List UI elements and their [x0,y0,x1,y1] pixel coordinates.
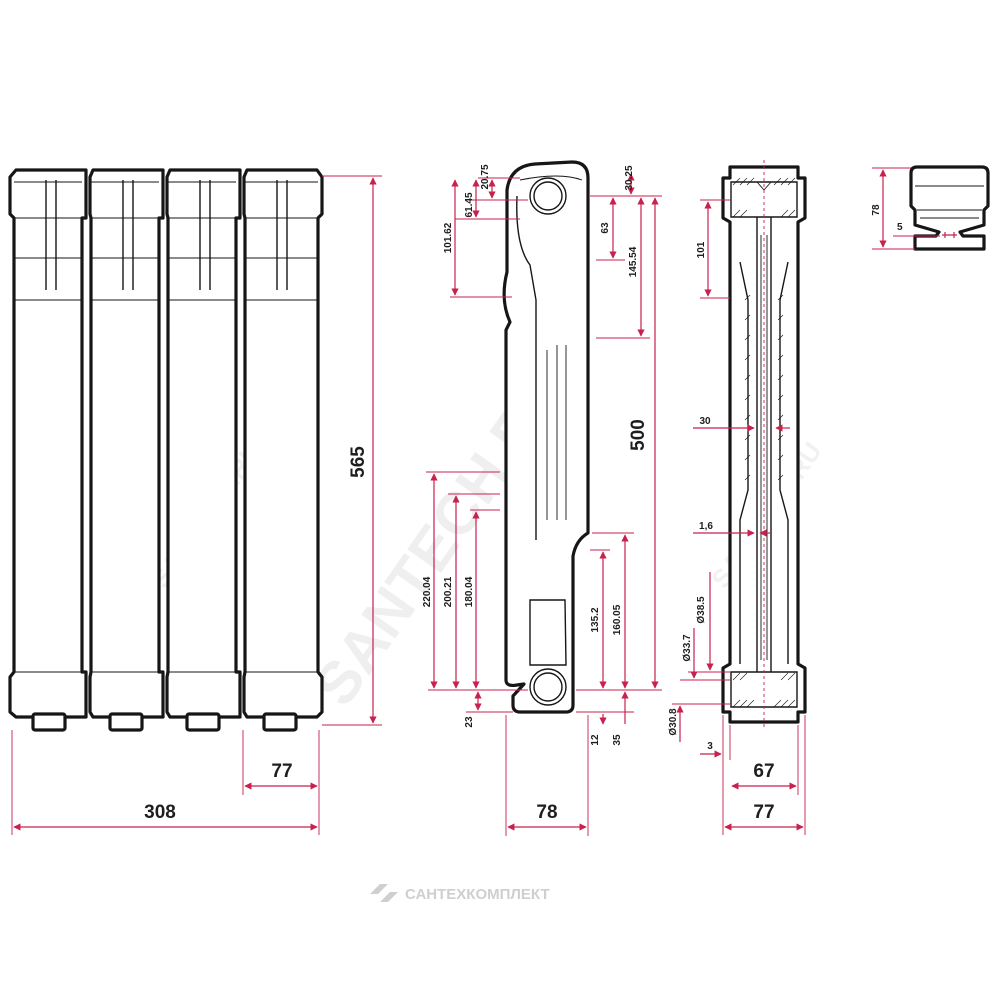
side-height-label: 500 [628,419,649,451]
side-dim-23: 23 [464,716,475,728]
side-dim-35: 35 [612,734,623,746]
front-view: 565 308 77 [8,168,382,835]
top-view: 78 5 [871,165,990,251]
side-dim-160-05: 160.05 [612,604,623,635]
side-dim-180-04: 180.04 [464,576,475,607]
side-depth-dimension: 78 [505,715,589,836]
side-depth-label: 78 [536,802,557,823]
side-dim-101-62: 101.62 [443,222,454,253]
brand-logo-icon [370,884,398,902]
section-dim-67: 67 [753,761,774,782]
front-height-dimension: 565 [322,175,382,726]
side-dim-145-54: 145.54 [628,246,639,277]
brand-logo: САНТЕХКОМПЛЕКТ [370,884,550,903]
radiator-section-3 [165,168,242,732]
side-dim-12: 12 [590,734,601,746]
front-height-label: 565 [348,446,369,478]
side-dim-200-21: 200.21 [443,576,454,607]
side-dim-220-04: 220.04 [422,576,433,607]
side-lower-right-dimensions: 135.2 160.05 12 35 [576,532,634,746]
side-lower-left-dimensions: 220.04 200.21 180.04 23 [422,471,528,728]
radiator-section-4 [242,168,324,732]
section-dim-101: 101 [696,241,707,258]
section-dim-d30-8: Ø30.8 [668,708,679,736]
front-section-width-label: 77 [271,761,292,782]
side-dim-63: 63 [600,222,611,234]
top-dim-5: 5 [897,222,903,233]
section-dim-77: 77 [753,802,774,823]
brand-logo-text: САНТЕХКОМПЛЕКТ [405,886,550,903]
radiator-section-2 [88,168,165,732]
side-dim-61-45: 61.45 [464,192,475,217]
section-dim-3: 3 [707,741,713,752]
section-dim-d38-5: Ø38.5 [696,596,707,624]
front-width-label: 308 [144,802,176,823]
section-dim-d33-7: Ø33.7 [682,634,693,662]
radiator-section-1 [8,168,88,732]
front-width-dimension: 308 [11,730,320,835]
section-view: 101 30 1,6 Ø38.5 Ø33.7 Ø30.8 3 67 77 [668,160,807,835]
side-dim-30-25: 30.25 [624,165,635,190]
side-dim-135-2: 135.2 [590,607,601,632]
side-view: 20.75 61.45 101.62 30.25 63 145.54 500 [422,160,662,836]
section-dim-1-6: 1,6 [699,521,713,532]
side-height-dimension: 500 [600,195,662,691]
section-dim-30: 30 [699,416,711,427]
top-dim-78: 78 [871,204,882,216]
front-section-width-dimension: 77 [242,730,318,795]
side-dim-20-75: 20.75 [480,164,491,189]
